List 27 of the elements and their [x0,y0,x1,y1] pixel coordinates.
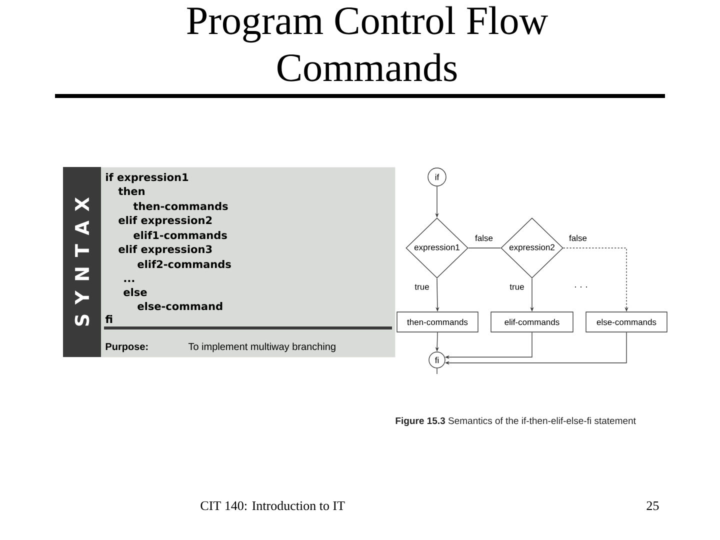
code-line: elif expression2 [118,216,212,226]
code-line: ... [124,280,134,282]
edge-label: false [474,234,494,242]
ellipsis: . . . [575,286,587,288]
side-tab: S Y N T A X [63,167,101,357]
connector-line [436,368,438,374]
footer-text: CIT 140: Introduction to IT [200,500,345,510]
title: Program Control Flow Commands [187,6,548,82]
edge-label: true [414,283,430,291]
edge-label: true [508,283,526,291]
process-box: else-commands [586,312,668,332]
code-line: then-commands [133,202,228,210]
code-line: elif expression3 [118,245,212,256]
code-line: fi [105,315,112,323]
figure-caption: Figure 15.3 Semantics of the if-then-elif-else-fi statement [396,417,636,426]
process-box: elif-commands [490,312,574,332]
code-line: elif1-commands [134,231,227,240]
code-line: else [124,288,147,296]
purpose-label: Purpose: [106,343,148,352]
page-number: 25 [646,501,659,510]
process-box: then-commands [396,312,478,332]
edge-label: false [568,234,588,242]
code-line: elif2-commands [138,260,231,268]
code-line: else-command [138,302,222,310]
purpose-text: To implement multiway branching [188,342,336,352]
code-line: if expression1 [106,173,188,184]
code-line: then [118,187,144,196]
